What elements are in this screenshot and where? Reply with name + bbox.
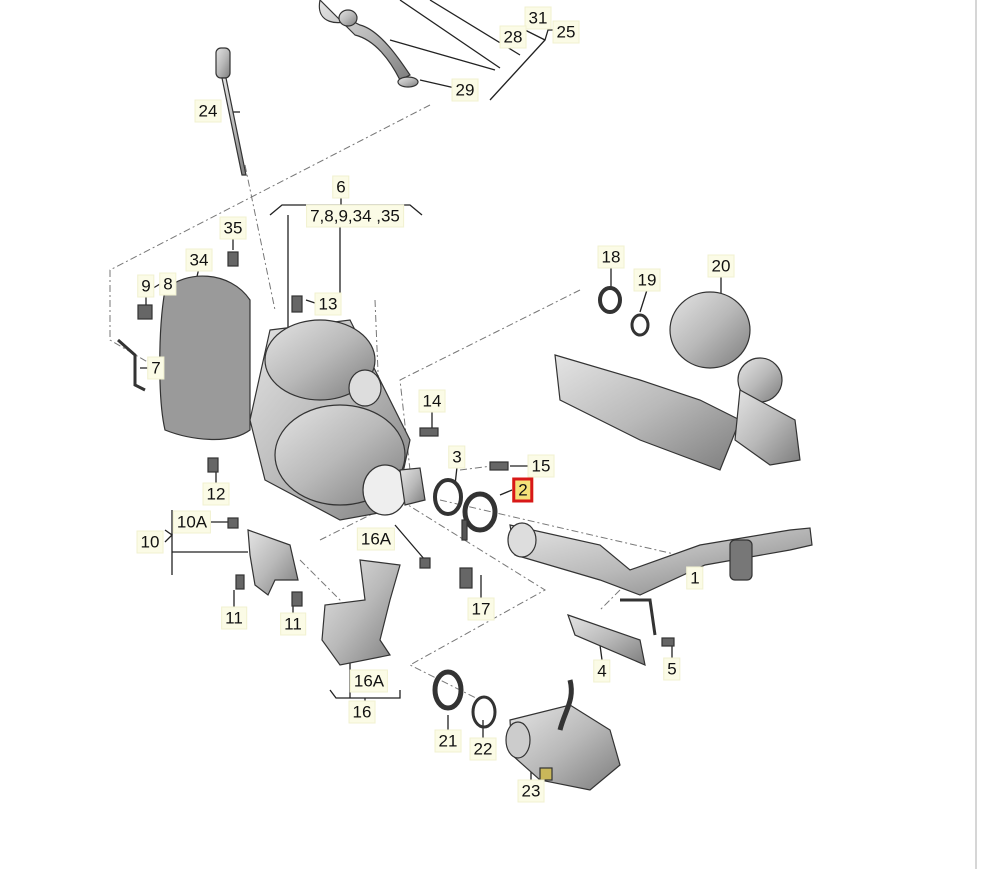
callout-23[interactable]: 23 xyxy=(517,779,545,803)
callout-24[interactable]: 24 xyxy=(194,99,222,123)
callout-7[interactable]: 7 xyxy=(147,356,165,380)
callout-35[interactable]: 35 xyxy=(219,216,247,240)
callout-9[interactable]: 9 xyxy=(137,274,155,298)
callout-18[interactable]: 18 xyxy=(597,245,625,269)
callout-20[interactable]: 20 xyxy=(707,254,735,278)
page-edge-divider xyxy=(975,0,977,869)
callout-6-group[interactable]: 7,8,9,34 ,35 xyxy=(306,204,404,228)
parts xyxy=(117,0,813,791)
callout-16a-bottom[interactable]: 16A xyxy=(349,669,389,693)
callout-31[interactable]: 31 xyxy=(524,6,552,30)
callout-8[interactable]: 8 xyxy=(159,272,177,296)
callout-34[interactable]: 34 xyxy=(185,248,213,272)
callout-11-right[interactable]: 11 xyxy=(280,612,306,636)
callout-16a-top[interactable]: 16A xyxy=(356,527,396,551)
callout-14[interactable]: 14 xyxy=(418,389,446,413)
callout-3[interactable]: 3 xyxy=(448,445,466,469)
callout-1[interactable]: 1 xyxy=(686,566,704,590)
callout-6[interactable]: 6 xyxy=(332,175,350,199)
callout-16[interactable]: 16 xyxy=(348,700,376,724)
callout-19[interactable]: 19 xyxy=(633,268,661,292)
callout-15[interactable]: 15 xyxy=(527,454,555,478)
callout-22[interactable]: 22 xyxy=(469,737,497,761)
callout-4[interactable]: 4 xyxy=(593,659,611,683)
callout-12[interactable]: 12 xyxy=(202,482,230,506)
callout-2-highlighted[interactable]: 2 xyxy=(512,477,534,503)
callout-21[interactable]: 21 xyxy=(434,729,462,753)
callout-28[interactable]: 28 xyxy=(499,25,527,49)
callout-13[interactable]: 13 xyxy=(314,292,342,316)
callout-10a[interactable]: 10A xyxy=(172,510,212,534)
callout-10[interactable]: 10 xyxy=(136,530,164,554)
callout-11-left[interactable]: 11 xyxy=(221,606,247,630)
callout-5[interactable]: 5 xyxy=(663,657,681,681)
callout-29[interactable]: 29 xyxy=(451,78,479,102)
callout-25[interactable]: 25 xyxy=(552,20,580,44)
callout-17[interactable]: 17 xyxy=(467,597,495,621)
